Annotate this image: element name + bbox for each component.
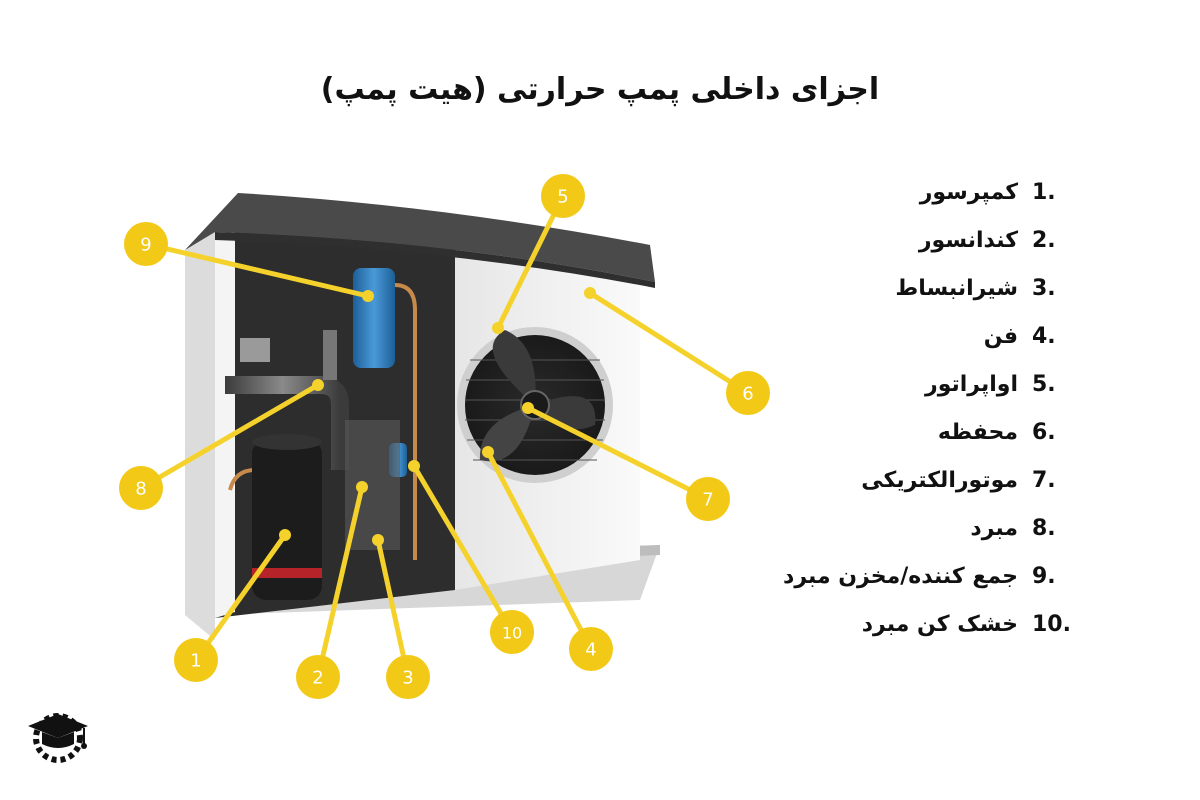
legend-item-label: اواپراتور (925, 371, 1018, 397)
legend-item: مبرد 8. (760, 504, 1080, 552)
legend-item-number: 7. (1032, 467, 1056, 493)
svg-text:3: 3 (402, 668, 413, 689)
callout-badges: 1 2 3 4 5 6 7 8 (119, 174, 770, 699)
leader-line-10 (411, 463, 515, 635)
legend-item-number: 6. (1032, 419, 1056, 445)
unit-lid (185, 193, 655, 282)
legend-item: کندانسور 2. (760, 216, 1080, 264)
legend-item-number: 9. (1032, 563, 1056, 589)
legend-item: خشک کن مبرد 10. (760, 600, 1080, 648)
callout-badge-1: 1 (174, 638, 218, 682)
legend-item: محفظه 6. (760, 408, 1080, 456)
svg-text:6: 6 (742, 384, 753, 405)
leader-line-9 (143, 241, 371, 299)
leader-line-4 (485, 449, 594, 652)
callout-badge-9: 9 (124, 222, 168, 266)
callout-badge-8: 8 (119, 466, 163, 510)
legend-item-label: شیرانبساط (895, 275, 1018, 301)
legend-item: موتورالکتریکی 7. (760, 456, 1080, 504)
callout-badge-5: 5 (541, 174, 585, 218)
legend-item: کمپرسور 1. (760, 168, 1080, 216)
leader-line-1 (193, 532, 288, 663)
svg-text:2: 2 (312, 668, 323, 689)
legend-item-label: فن (983, 323, 1018, 349)
legend-item-label: موتورالکتریکی (861, 467, 1018, 493)
leader-line-6 (587, 290, 751, 396)
callout-badge-7: 7 (686, 477, 730, 521)
leader-line-2 (315, 484, 365, 680)
legend-item-number: 1. (1032, 179, 1056, 205)
legend-item: اواپراتور 5. (760, 360, 1080, 408)
svg-text:10: 10 (502, 624, 522, 643)
copper-pipe (228, 468, 256, 491)
legend-item-label: کندانسور (918, 227, 1018, 253)
legend-item-number: 10. (1032, 611, 1071, 637)
copper-pipe (394, 283, 417, 560)
legend-item-label: کمپرسور (919, 179, 1018, 205)
svg-text:8: 8 (135, 479, 146, 500)
callout-badge-2: 2 (296, 655, 340, 699)
fan-blade (492, 330, 536, 405)
legend-list: کمپرسور 1. کندانسور 2. شیرانبساط 3. فن 4. او… (760, 168, 1080, 648)
leader-line-3 (375, 537, 411, 680)
fan-blade (479, 405, 535, 462)
anchor-dots (279, 287, 596, 546)
legend-item-number: 2. (1032, 227, 1056, 253)
legend-item-label: مبرد (970, 515, 1018, 541)
callout-badge-10: 10 (490, 610, 534, 654)
legend-item: جمع کننده/مخزن مبرد 9. (760, 552, 1080, 600)
callout-badge-3: 3 (386, 655, 430, 699)
callout-badge-4: 4 (569, 627, 613, 671)
svg-text:5: 5 (557, 187, 568, 208)
fan-assembly (457, 327, 613, 483)
side-panel (185, 225, 215, 640)
legend-item-label: محفظه (937, 419, 1018, 445)
leader-lines (138, 193, 751, 680)
page-title: اجزای داخلی پمپ حرارتی (هیت پمپ) (320, 72, 880, 107)
valve-actuator (240, 338, 270, 362)
svg-text:7: 7 (702, 490, 713, 511)
svg-text:9: 9 (140, 235, 151, 256)
graduation-cap-gear-icon (28, 713, 88, 763)
svg-text:4: 4 (585, 640, 596, 661)
fan-blade (535, 396, 596, 430)
accumulator-tank (353, 268, 395, 368)
legend-item-number: 4. (1032, 323, 1056, 349)
legend-item-number: 5. (1032, 371, 1056, 397)
legend-item-label: خشک کن مبرد (861, 611, 1018, 637)
callout-badge-6: 6 (726, 371, 770, 415)
leader-line-7 (525, 405, 711, 502)
legend-item: فن 4. (760, 312, 1080, 360)
legend-item-label: جمع کننده/مخزن مبرد (783, 563, 1018, 589)
svg-text:1: 1 (190, 651, 201, 672)
leader-line-5 (495, 193, 566, 331)
legend-item-number: 8. (1032, 515, 1056, 541)
leader-line-8 (138, 382, 321, 491)
legend-item-number: 3. (1032, 275, 1056, 301)
legend-item: شیرانبساط 3. (760, 264, 1080, 312)
